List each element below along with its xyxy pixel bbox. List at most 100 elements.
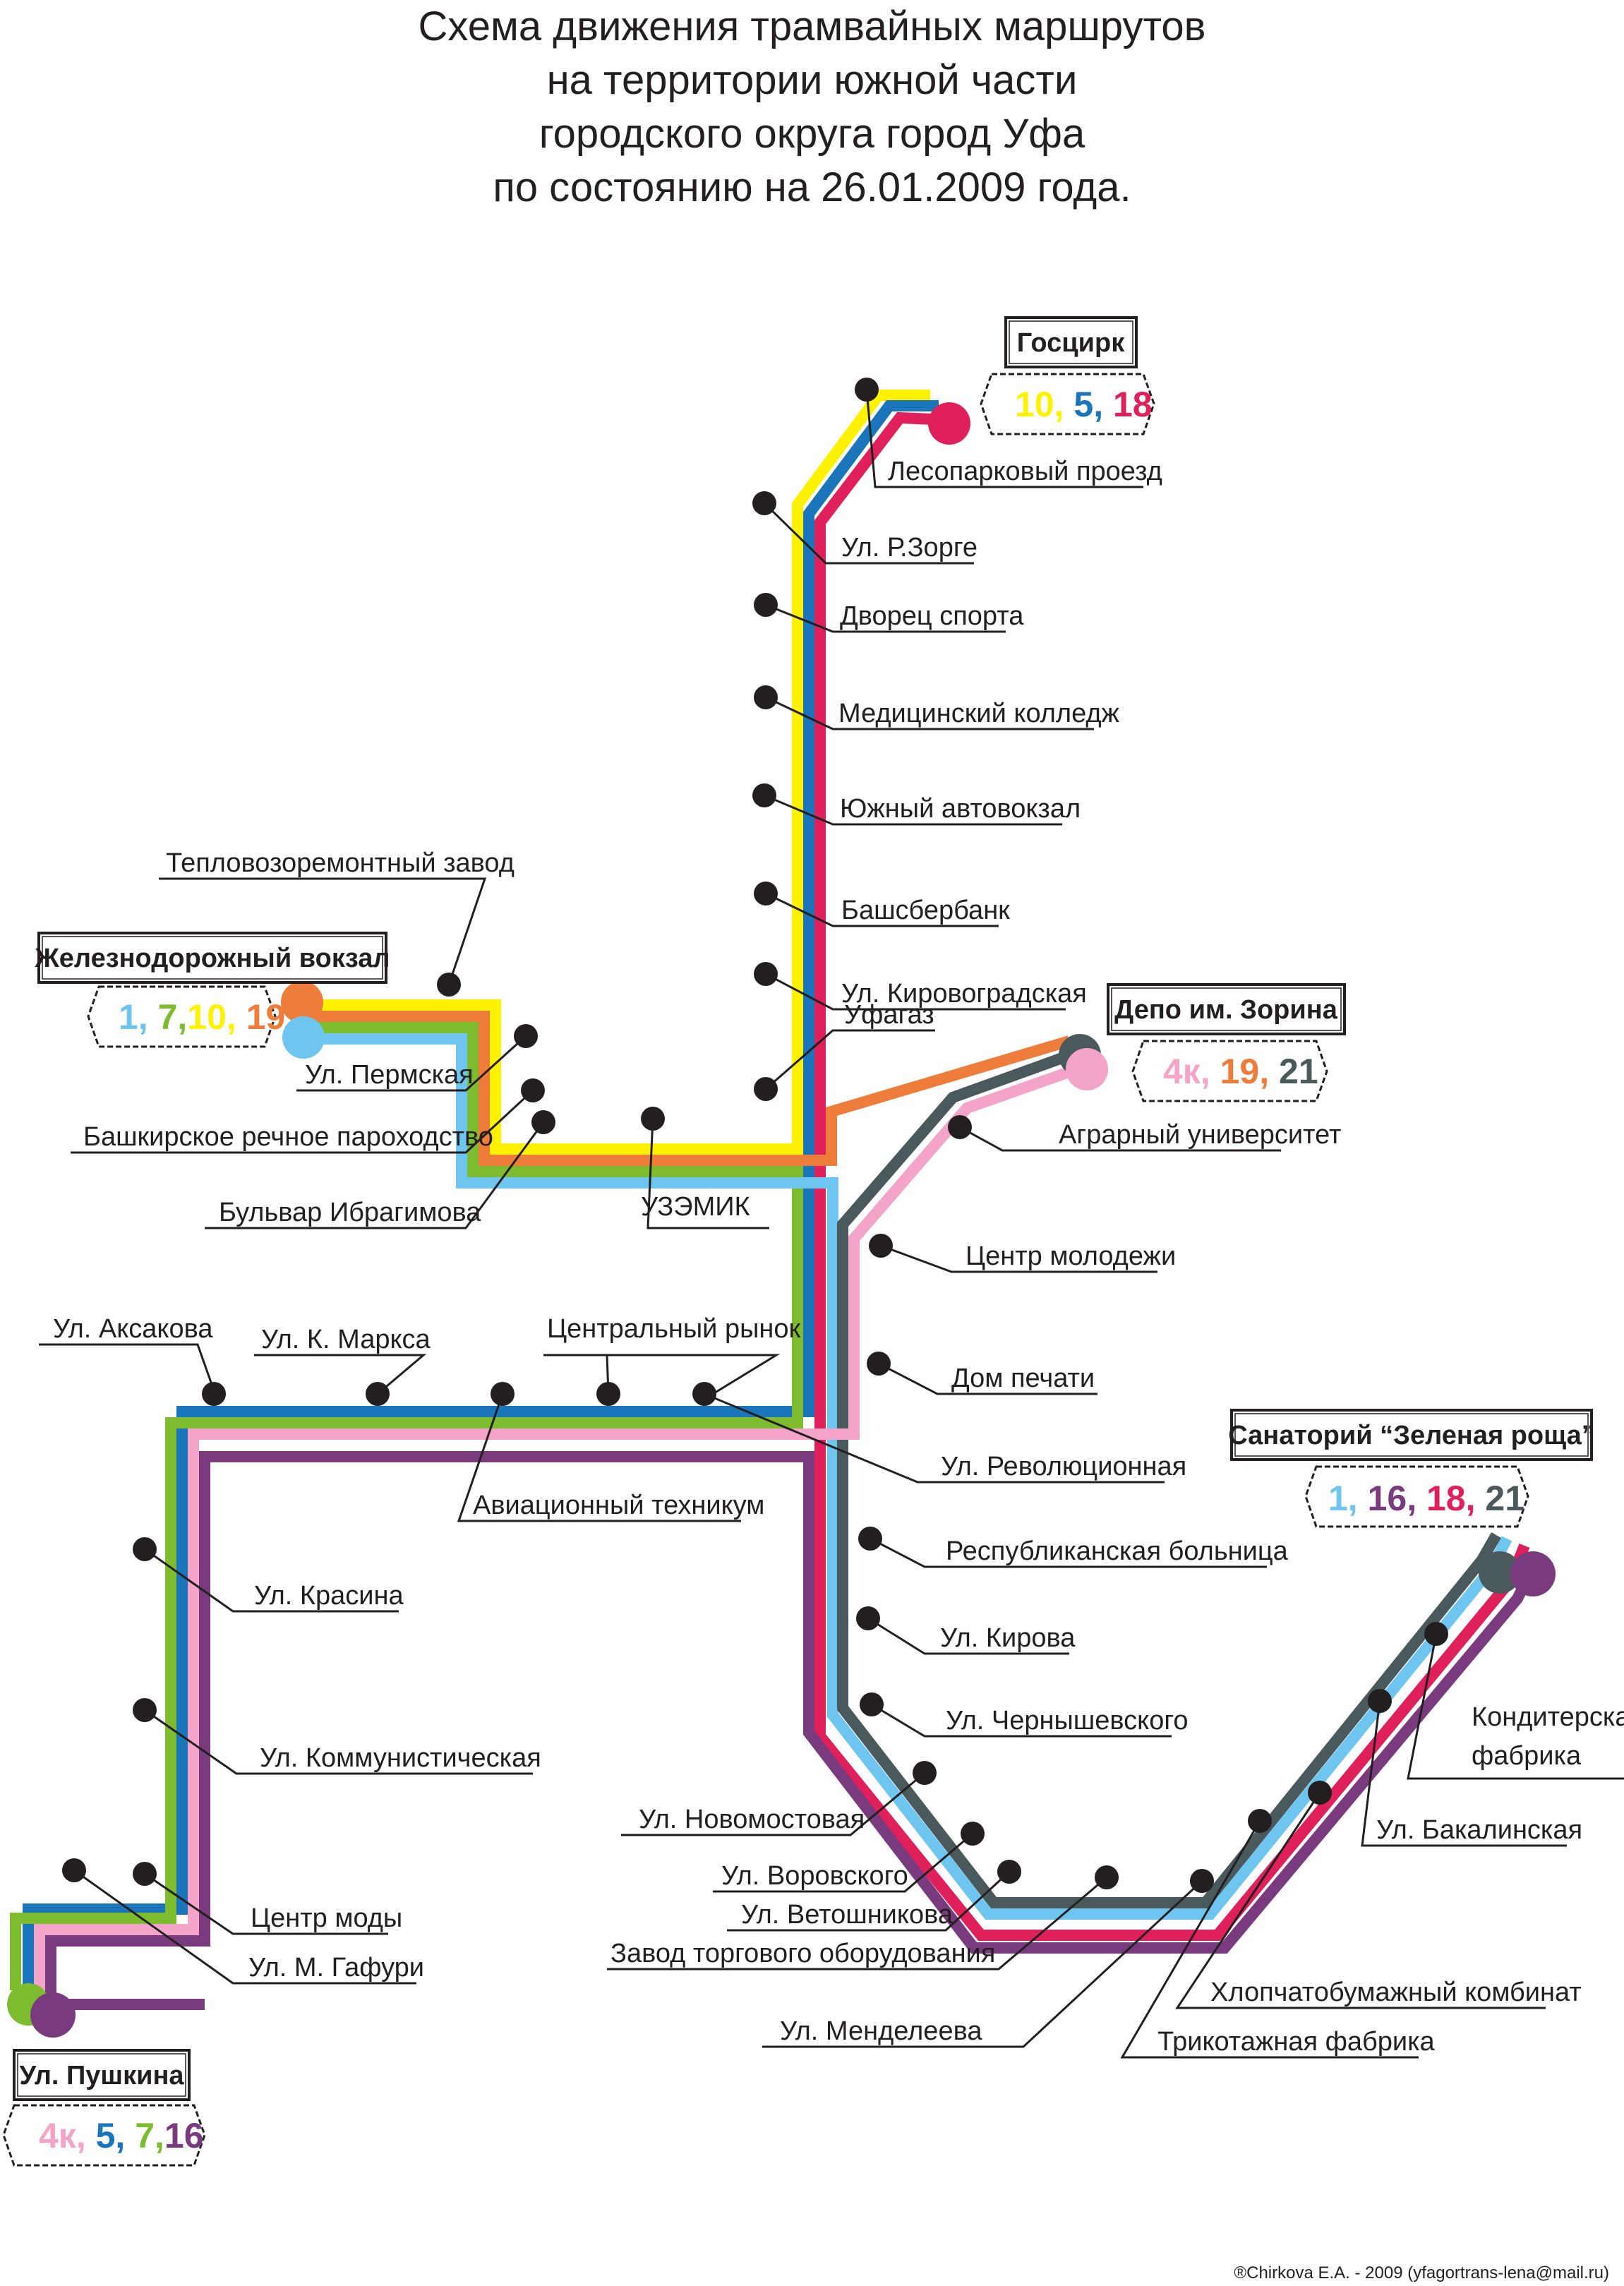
stop-dot-krasina[interactable]	[133, 1537, 157, 1561]
title-line-2: на территории южной части	[546, 57, 1078, 103]
route-badge-7: 7,	[148, 997, 188, 1037]
pushkina-terminal-dot-16	[30, 1992, 76, 2038]
label-konditerskaya-2: фабрика	[1472, 1741, 1582, 1771]
terminal-depot[interactable]: Депо им. Зорина 4к, 19, 21	[1107, 983, 1346, 1102]
terminal-sanatorium[interactable]: Санаторий “Зеленая роща” 1, 16, 18, 21	[1228, 1409, 1595, 1528]
route-1-line	[303, 1033, 1512, 1920]
stop-dot-bakalinskaya[interactable]	[1368, 1689, 1392, 1713]
label-marksa: Ул. К. Маркса	[261, 1325, 431, 1354]
leader-novomostovaya	[621, 1771, 925, 1836]
label-ufagaz: Уфагаз	[844, 1000, 934, 1030]
stop-dot-aksakova[interactable]	[202, 1382, 226, 1406]
leader-uzemik	[646, 1118, 769, 1229]
leader-ufagaz	[765, 1029, 935, 1090]
railway-terminal-dot-1	[282, 1016, 325, 1059]
label-medcollege: Медицинский колледж	[838, 699, 1120, 728]
leader-aksakova	[39, 1343, 215, 1391]
route-badge-10: 10,	[187, 997, 236, 1037]
label-bakalinskaya: Ул. Бакалинская	[1376, 1815, 1582, 1845]
title-line-4: по состоянию на 26.01.2009 года.	[493, 164, 1131, 210]
copyright-text: ®Chirkova E.A. - 2009 (yfagortrans-lena@…	[1234, 2263, 1609, 2282]
stop-dot-lesoparkovy[interactable]	[855, 378, 879, 402]
stop-dot-kommunisticheskaya[interactable]	[133, 1698, 157, 1722]
stop-dot-parohodstvo[interactable]	[521, 1078, 545, 1102]
label-uzemik: УЗЭМИК	[641, 1192, 750, 1222]
stop-dot-kirovogradskaya[interactable]	[754, 962, 778, 986]
stop-dot-teplovoz[interactable]	[437, 973, 461, 997]
stop-dot-permskaya[interactable]	[514, 1024, 538, 1048]
leader-marksa	[254, 1354, 427, 1395]
terminal-sanatorium-name: Санаторий “Зеленая роща”	[1228, 1421, 1595, 1450]
stop-dot-chernyshevskogo[interactable]	[860, 1692, 884, 1716]
stop-dot-novomostovaya[interactable]	[913, 1761, 937, 1785]
label-bashsberbank: Башсбербанк	[841, 896, 1010, 925]
stop-dot-hlopchato[interactable]	[1308, 1781, 1332, 1805]
stop-dot-centr-mody[interactable]	[133, 1862, 157, 1886]
stop-dot-ibragimova[interactable]	[531, 1110, 555, 1134]
title-line-1: Схема движения трамвайных маршрутов	[418, 4, 1206, 49]
terminal-goscirk-name-box	[1004, 316, 1138, 368]
leader-lesoparkovy	[865, 389, 1143, 488]
terminal-railway-name: Железнодорожный вокзал	[34, 944, 390, 973]
terminal-railway[interactable]: Железнодорожный вокзал 1, 7,10, 19	[34, 932, 390, 1048]
stop-dot-yuzhny[interactable]	[752, 783, 776, 807]
stop-dot-mendeleeva[interactable]	[1190, 1869, 1214, 1893]
stop-dot-bolnitsa[interactable]	[858, 1527, 882, 1551]
stop-dot-dvorets[interactable]	[754, 593, 778, 617]
terminal-depot-name-box	[1107, 983, 1346, 1035]
stop-dot-trikotazh[interactable]	[1248, 1809, 1272, 1833]
route-badge-4k: 4к,	[39, 2116, 86, 2155]
stop-dot-gafuri[interactable]	[62, 1858, 86, 1882]
terminal-sanatorium-routes: 1, 16, 18, 21	[1328, 1479, 1524, 1518]
terminal-railway-routes-box	[87, 985, 277, 1048]
stop-dot-vorovskogo[interactable]	[961, 1822, 985, 1846]
terminal-pushkina[interactable]: Ул. Пушкина 4к, 5, 7,16	[2, 2049, 206, 2167]
stop-dot-bashsberbank[interactable]	[754, 882, 778, 906]
leader-mendeleeva	[762, 1879, 1203, 2048]
stop-dot-ufagaz[interactable]	[754, 1077, 778, 1101]
stop-dot-vetoshnikova[interactable]	[997, 1860, 1021, 1884]
route-badge-7: 7,	[125, 2116, 164, 2155]
route-badge-5: 5,	[86, 2116, 126, 2155]
label-lesoparkovy: Лесопарковый проезд	[888, 457, 1162, 486]
stop-dot-uzemik[interactable]	[641, 1107, 665, 1131]
stop-dot-zavod-torg[interactable]	[1095, 1865, 1119, 1889]
label-novomostovaya: Ул. Новомостовая	[639, 1805, 865, 1834]
stop-dot-molodezh[interactable]	[869, 1234, 893, 1258]
stop-dot-medcollege[interactable]	[754, 685, 778, 709]
label-parohodstvo: Башкирское речное пароходство	[83, 1122, 493, 1152]
leader-teplovoz	[159, 877, 487, 985]
stop-dot-dom-pechati[interactable]	[867, 1352, 891, 1376]
route-badge-18: 18,	[1417, 1479, 1475, 1518]
label-krasina: Ул. Красина	[254, 1581, 404, 1611]
label-yuzhny: Южный автовокзал	[840, 794, 1081, 824]
stop-dot-konditerskaya[interactable]	[1424, 1622, 1448, 1646]
leader-vetoshnikova	[727, 1870, 1011, 1932]
leader-permskaya	[296, 1035, 527, 1092]
stop-dot-kirova[interactable]	[856, 1606, 880, 1630]
leader-zorge	[763, 502, 974, 565]
label-teplovoz: Тепловозоремонтный завод	[166, 848, 515, 878]
stop-dot-aviatech[interactable]	[491, 1382, 515, 1406]
stop-dot-marksa[interactable]	[366, 1382, 390, 1406]
stop-dot-agrarny[interactable]	[948, 1115, 972, 1139]
goscirk-terminal-dot	[928, 402, 970, 445]
leader-bolnitsa	[870, 1537, 1267, 1568]
label-aksakova: Ул. Аксакова	[53, 1314, 213, 1344]
sanatorium-terminal-dot-16	[1510, 1551, 1556, 1596]
route-badge-21: 21	[1476, 1479, 1525, 1518]
label-kirovogradskaya: Ул. Кировоградская	[841, 979, 1087, 1009]
stop-dot-zorge[interactable]	[752, 491, 776, 515]
leader-yuzhny	[764, 794, 1062, 826]
stop-dot-revolyutsionnaya[interactable]	[692, 1382, 716, 1406]
leader-kirova	[867, 1617, 1069, 1655]
leader-rynok	[543, 1354, 781, 1395]
terminal-goscirk-routes: 10, 5, 18	[1015, 385, 1153, 424]
label-permskaya: Ул. Пермская	[305, 1060, 474, 1090]
label-trikotazh: Трикотажная фабрика	[1157, 2027, 1436, 2057]
label-molodezh: Центр молодежи	[966, 1241, 1176, 1271]
label-vetoshnikova: Ул. Ветошникова	[741, 1900, 954, 1930]
stop-dot-rynok[interactable]	[596, 1382, 620, 1406]
leader-bakalinskaya	[1361, 1700, 1567, 1847]
terminal-goscirk[interactable]: Госцирк 10, 5, 18	[980, 316, 1155, 435]
